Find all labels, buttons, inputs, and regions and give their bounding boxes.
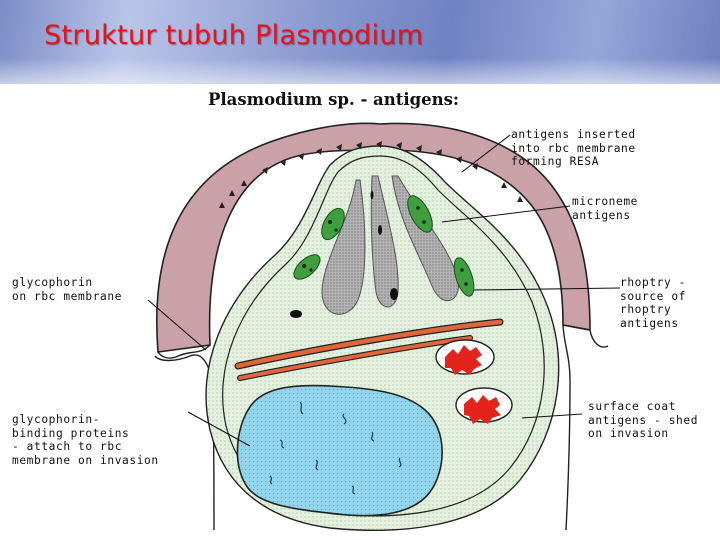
mitochondrion-2-cristae xyxy=(464,395,501,424)
micronemes xyxy=(293,195,475,297)
microneme-dots xyxy=(302,206,468,286)
rbc-membrane-right-end xyxy=(562,324,591,331)
leader-lines xyxy=(147,134,621,447)
mitochondrion-1-cristae xyxy=(445,345,482,375)
nucleus xyxy=(236,384,443,517)
endoplasmic-band-2-fill xyxy=(238,336,472,380)
label-resa-antigens: antigens inserted into rbc membrane form… xyxy=(511,128,636,169)
rhoptry-left xyxy=(321,179,366,315)
rbc-membrane-left xyxy=(157,344,211,359)
parasite-membrane xyxy=(222,155,545,517)
rbc-outer-right xyxy=(562,324,609,531)
label-surface-coat-antigens: surface coat antigens - shed on invasion xyxy=(588,400,699,441)
label-glycophorin: glycophorin on rbc membrane xyxy=(12,276,123,303)
label-rhoptry-antigens: rhoptry - source of rhoptry antigens xyxy=(620,276,687,330)
rhoptry-center xyxy=(370,175,399,308)
label-glycophorin-binding-proteins: glycophorin- binding proteins - attach t… xyxy=(12,413,159,467)
chromatin xyxy=(269,401,402,495)
diagram-title: Plasmodium sp. - antigens: xyxy=(208,90,460,109)
rbc-outer-left xyxy=(154,354,215,531)
endoplasmic-band-1-fill xyxy=(235,319,503,369)
dense-granules xyxy=(290,191,398,318)
slide-title: Struktur tubuh Plasmodium xyxy=(44,20,424,51)
label-microneme-antigens: microneme antigens xyxy=(572,195,639,222)
title-banner xyxy=(0,0,720,84)
